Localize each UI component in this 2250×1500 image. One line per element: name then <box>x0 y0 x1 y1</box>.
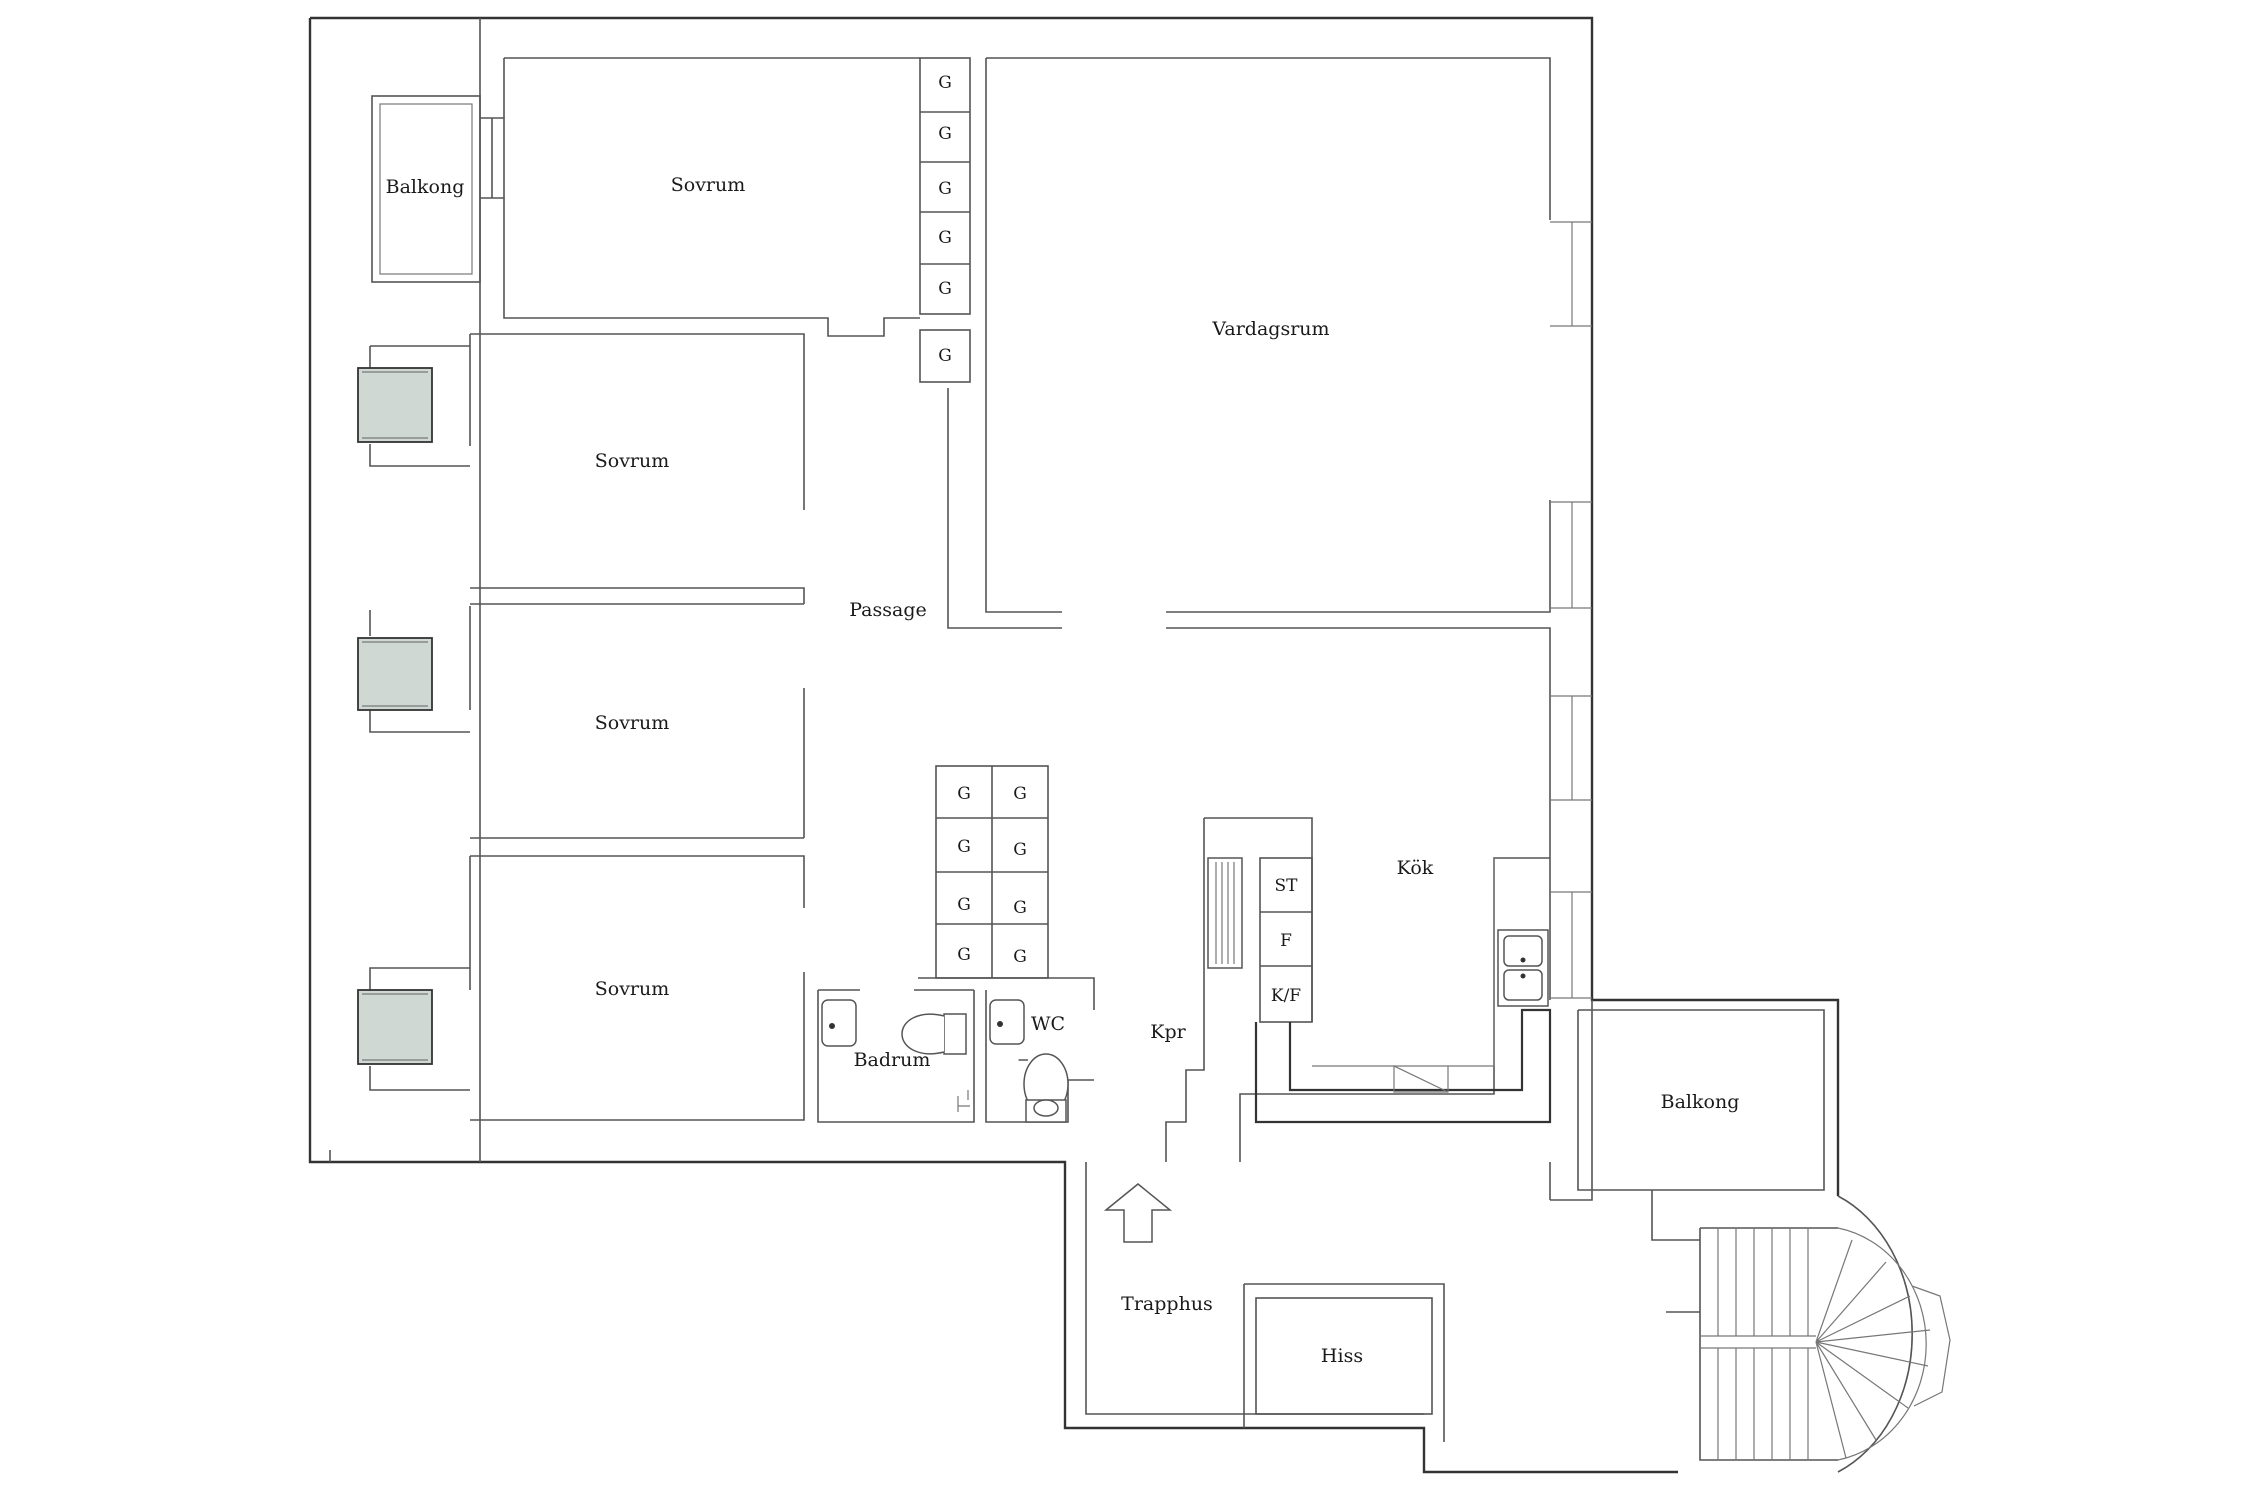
closet-label: G <box>1013 784 1027 804</box>
room-labels: Balkong Sovrum Vardagsrum Sovrum Passage… <box>386 174 1740 1367</box>
east-windows <box>1550 221 1592 999</box>
radiator-3 <box>357 989 433 1065</box>
room-label-trapphus: Trapphus <box>1121 1293 1213 1315</box>
kitchen-stove-label: ST <box>1275 876 1299 896</box>
interior-walls <box>369 57 1825 1442</box>
room-label-balkong-east: Balkong <box>1661 1091 1740 1113</box>
closet-label: G <box>938 279 952 299</box>
window-radiators <box>357 367 433 1065</box>
room-label-hiss: Hiss <box>1321 1345 1363 1367</box>
kitchen-fridge-freezer-label: K/F <box>1271 986 1301 1006</box>
closet-label: G <box>938 179 952 199</box>
room-label-sovrum-1: Sovrum <box>671 174 746 196</box>
room-label-sovrum-3: Sovrum <box>595 712 670 734</box>
closet-label: G <box>957 895 971 915</box>
room-label-vardagsrum: Vardagsrum <box>1211 318 1329 340</box>
radiator-1 <box>357 367 433 443</box>
closet-label: G <box>938 346 952 366</box>
closet-label: G <box>938 228 952 248</box>
room-label-passage: Passage <box>849 599 927 621</box>
closet-label: G <box>957 784 971 804</box>
staircase <box>1699 1195 1951 1473</box>
room-label-wc: WC <box>1031 1013 1065 1035</box>
kitchen: ST F K/F <box>1207 857 1552 1124</box>
balcony-west <box>371 95 505 283</box>
outer-walls <box>308 16 1840 1474</box>
entrance-arrow <box>1103 1183 1173 1243</box>
radiator-2 <box>357 637 433 711</box>
room-label-kok: Kök <box>1397 857 1434 879</box>
room-label-sovrum-2: Sovrum <box>595 450 670 472</box>
room-label-kpr: Kpr <box>1150 1021 1186 1043</box>
closet-label: G <box>938 73 952 93</box>
kitchen-fridge-label: F <box>1280 931 1292 951</box>
bathroom-fixtures <box>821 999 1069 1123</box>
closet-label: G <box>957 945 971 965</box>
closets-middle: G G G G G G G G <box>918 765 1095 1010</box>
closet-label: G <box>1013 840 1027 860</box>
closet-label: G <box>957 837 971 857</box>
room-label-sovrum-4: Sovrum <box>595 978 670 1000</box>
room-label-badrum: Badrum <box>854 1049 931 1071</box>
closet-label: G <box>1013 898 1027 918</box>
closet-label: G <box>938 124 952 144</box>
room-label-balkong-west: Balkong <box>386 176 465 198</box>
closet-label: G <box>1013 947 1027 967</box>
closets-top: G G G G G G <box>919 57 971 383</box>
